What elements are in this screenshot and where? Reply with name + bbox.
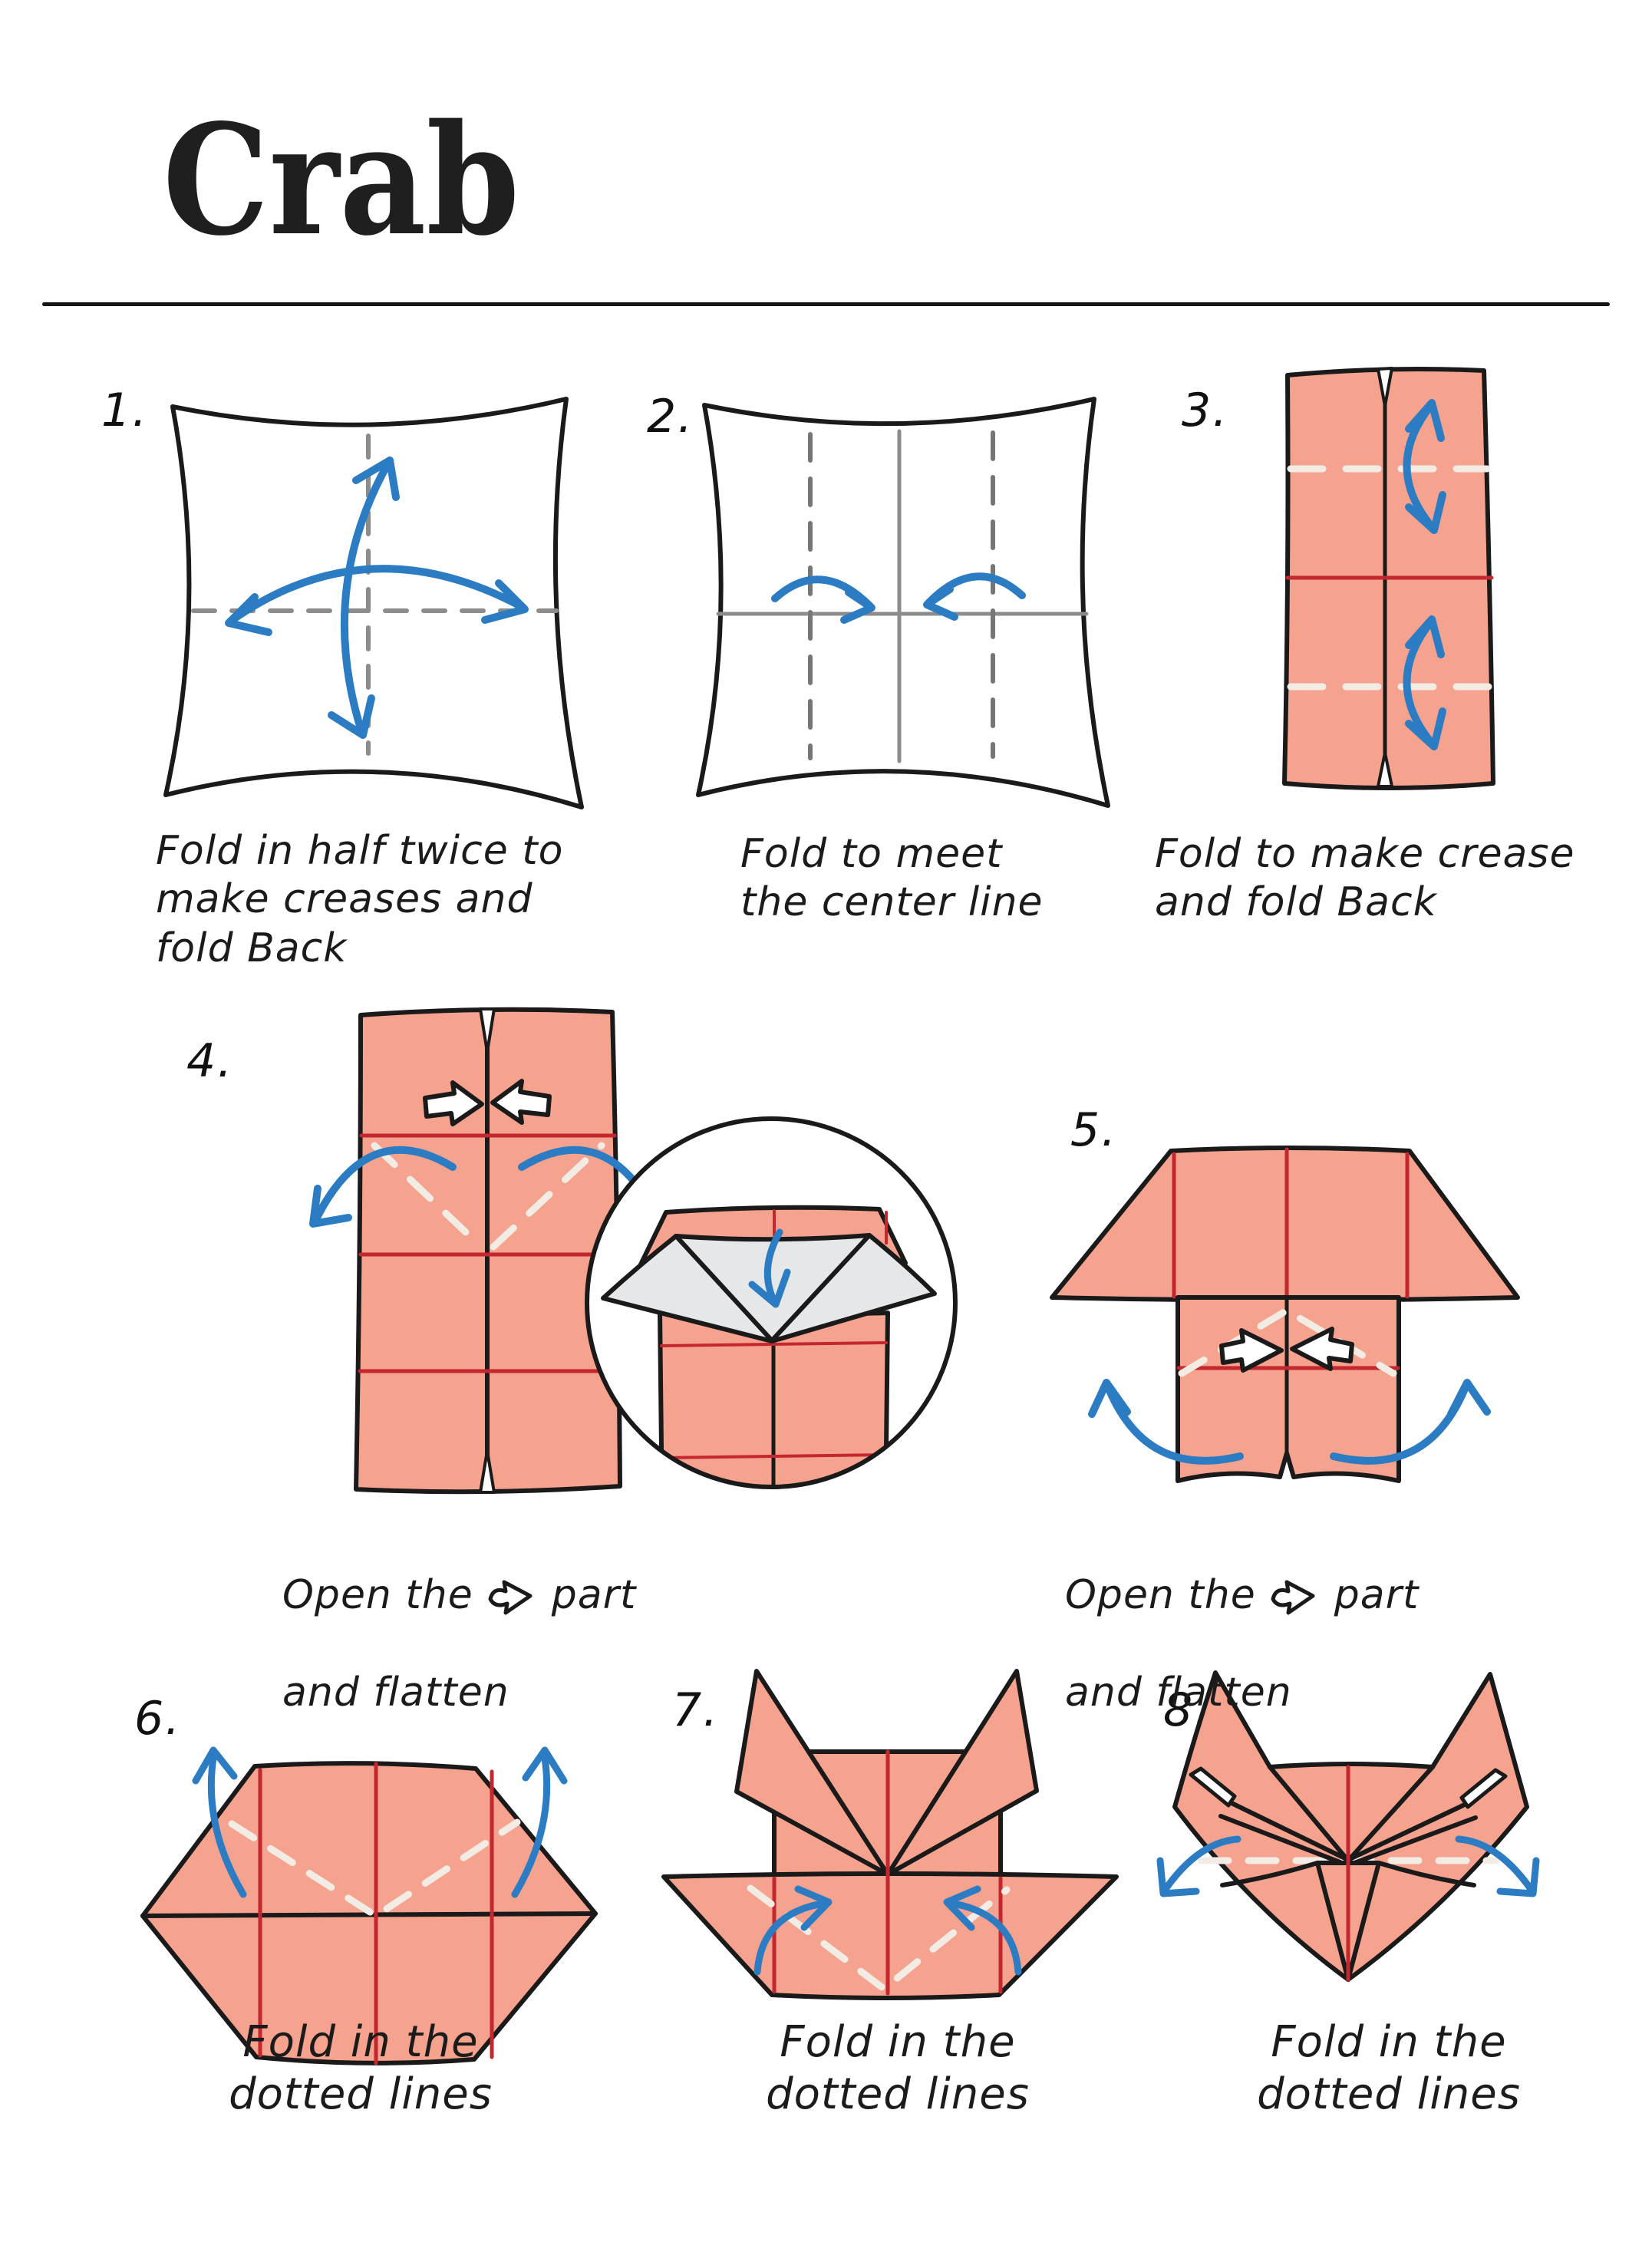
detail-inset-circle	[585, 1116, 958, 1489]
step-4-caption-line2: and flatten	[282, 1670, 509, 1716]
step-4-caption: Open the part and flatten	[282, 1523, 636, 1766]
step-4-caption-after: part	[551, 1572, 637, 1619]
fold-arrow-icon	[771, 572, 1026, 624]
fold-arrow-icon	[1156, 1835, 1540, 1897]
inset-border	[585, 1116, 958, 1489]
right-slit	[1459, 1768, 1508, 1809]
fold-arrow-icon	[1088, 1379, 1491, 1465]
center-crease-lines	[716, 429, 1089, 763]
step-8-diagram	[1156, 1670, 1540, 1982]
fold-arrow-icon	[753, 1885, 1022, 1976]
step-2-caption: Fold to meet the center line	[740, 831, 1044, 926]
fold-dashed-lines	[228, 1818, 521, 1920]
step-7-diagram	[661, 1669, 1119, 2000]
fold-arrow-icon	[192, 1746, 568, 1898]
crease-red-lines	[772, 1749, 1003, 1996]
step-7-caption: Fold in the dotted lines	[766, 2017, 1030, 2120]
step-5-caption-before: Open the	[1065, 1572, 1256, 1619]
step-1-diagram	[163, 397, 584, 809]
fold-dashed-lines	[371, 1142, 605, 1251]
step-5-diagram	[1050, 1146, 1520, 1483]
page-title: Crab	[163, 91, 520, 269]
step-8-caption: Fold in the dotted lines	[1257, 2017, 1521, 2120]
step-6-caption: Fold in the dotted lines	[229, 2017, 493, 2120]
step-2-diagram	[696, 397, 1110, 808]
paper-square	[696, 397, 1110, 808]
bottom-flap	[661, 1871, 1119, 2000]
step-5-caption-after: part	[1334, 1572, 1420, 1619]
left-ear-flap	[734, 1669, 890, 1877]
right-ear-flap	[885, 1669, 1039, 1877]
crease-red-lines	[258, 1762, 494, 2065]
crease-red-lines	[773, 1209, 888, 1245]
step-5-number: 5.	[1070, 1103, 1118, 1157]
step-4-number: 4.	[186, 1034, 234, 1088]
step-6-number: 6.	[134, 1692, 182, 1746]
crease-red-lines	[660, 1341, 888, 1459]
push-arrow-icon	[423, 1079, 552, 1126]
step-3-number: 3.	[1182, 384, 1229, 437]
open-arrow-icon	[1271, 1580, 1315, 1615]
step-4-diagram	[309, 1007, 665, 1495]
crease-red-lines	[1172, 1147, 1410, 1299]
crab-body	[1172, 1670, 1529, 1982]
title-divider	[42, 302, 1610, 306]
fold-dashed-lines	[808, 430, 995, 760]
step-4-caption-before: Open the	[282, 1572, 473, 1619]
top-notch	[479, 1007, 496, 1053]
step-5-caption-line2: and flatten	[1065, 1670, 1292, 1716]
fold-dashed-lines	[1178, 1307, 1397, 1377]
fold-arrow-icon	[225, 457, 529, 739]
bottom-notch	[479, 1449, 496, 1494]
step-6-diagram	[140, 1746, 598, 2065]
fold-arrow-icon	[1403, 399, 1446, 750]
step-1-caption: Fold in half twice to make creases and f…	[156, 828, 564, 971]
step-5-caption: Open the part and flatten	[1065, 1523, 1419, 1766]
step-1-number: 1.	[101, 384, 149, 437]
fold-dashed-lines	[1287, 465, 1494, 691]
open-arrow-icon	[488, 1580, 533, 1615]
bottom-notch	[1377, 751, 1393, 788]
top-notch	[1377, 367, 1393, 407]
fold-edges	[1218, 1765, 1478, 1982]
step-7-number: 7.	[672, 1683, 720, 1737]
step-3-caption: Fold to make crease and fold Back	[1155, 831, 1575, 926]
crease-dashed-lines	[191, 434, 559, 756]
push-arrow-icon	[1219, 1327, 1354, 1373]
step-3-diagram	[1282, 367, 1495, 790]
crease-red-lines	[358, 1133, 620, 1373]
fold-dashed-lines	[747, 1884, 1011, 1993]
left-slit	[1189, 1766, 1237, 1808]
fold-arrow-icon	[748, 1228, 791, 1308]
paper-square	[163, 397, 584, 809]
step-2-number: 2.	[647, 390, 694, 443]
pocket-fold-edges	[674, 1233, 872, 1342]
